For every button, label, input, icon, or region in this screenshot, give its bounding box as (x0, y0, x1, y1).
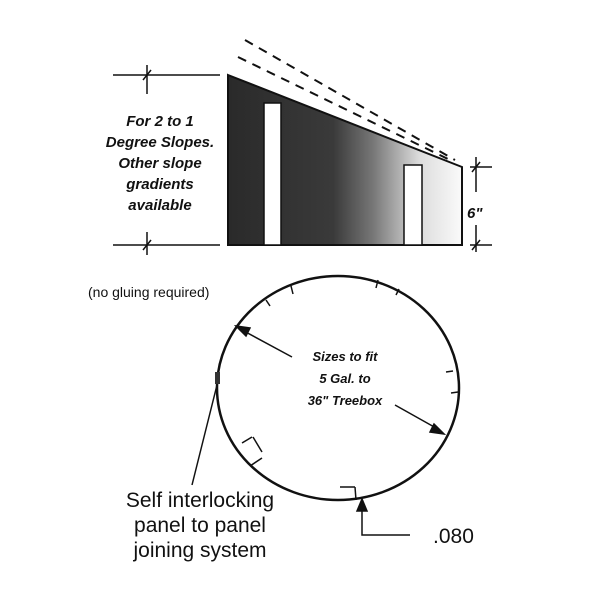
joining-leader-line (191, 384, 218, 486)
slope-note-line: For 2 to 1 (126, 113, 194, 130)
slope-note: For 2 to 1 Degree Slopes. Other slope gr… (106, 113, 214, 214)
size-note: Sizes to fit 5 Gal. to 36" Treebox (308, 349, 383, 408)
slope-note-line: available (128, 197, 191, 214)
left-dimension (113, 65, 220, 255)
size-note-line: 5 Gal. to (319, 371, 370, 386)
slope-note-line: Other slope (118, 155, 201, 172)
joining-note-line: Self interlocking (126, 489, 274, 512)
diameter-arrows (233, 324, 447, 436)
panel-slot-right (403, 164, 423, 246)
slope-panel (227, 73, 463, 246)
plan-view-ring (215, 274, 461, 502)
panel-joint-ticks (241, 279, 459, 501)
height-dimension-label: 6" (467, 205, 483, 222)
slope-note-line: gradients (125, 176, 194, 193)
side-elevation (227, 39, 463, 246)
gluing-note: (no gluing required) (88, 284, 209, 300)
size-note-line: 36" Treebox (308, 393, 383, 408)
height-dimension (470, 157, 492, 252)
joining-note-line: panel to panel (134, 514, 266, 537)
treebox-ring (215, 274, 461, 502)
thickness-label: .080 (433, 525, 474, 548)
thickness-leader (355, 497, 410, 536)
joining-note-line: joining system (132, 539, 266, 562)
joining-note: Self interlocking panel to panel joining… (126, 489, 274, 562)
interlock-joint (215, 372, 220, 384)
slope-note-line: Degree Slopes. (106, 134, 214, 151)
slope-dashed-line (244, 39, 456, 161)
size-note-line: Sizes to fit (312, 349, 378, 364)
slope-dashed-line (237, 56, 451, 161)
panel-slot-left (263, 102, 282, 246)
